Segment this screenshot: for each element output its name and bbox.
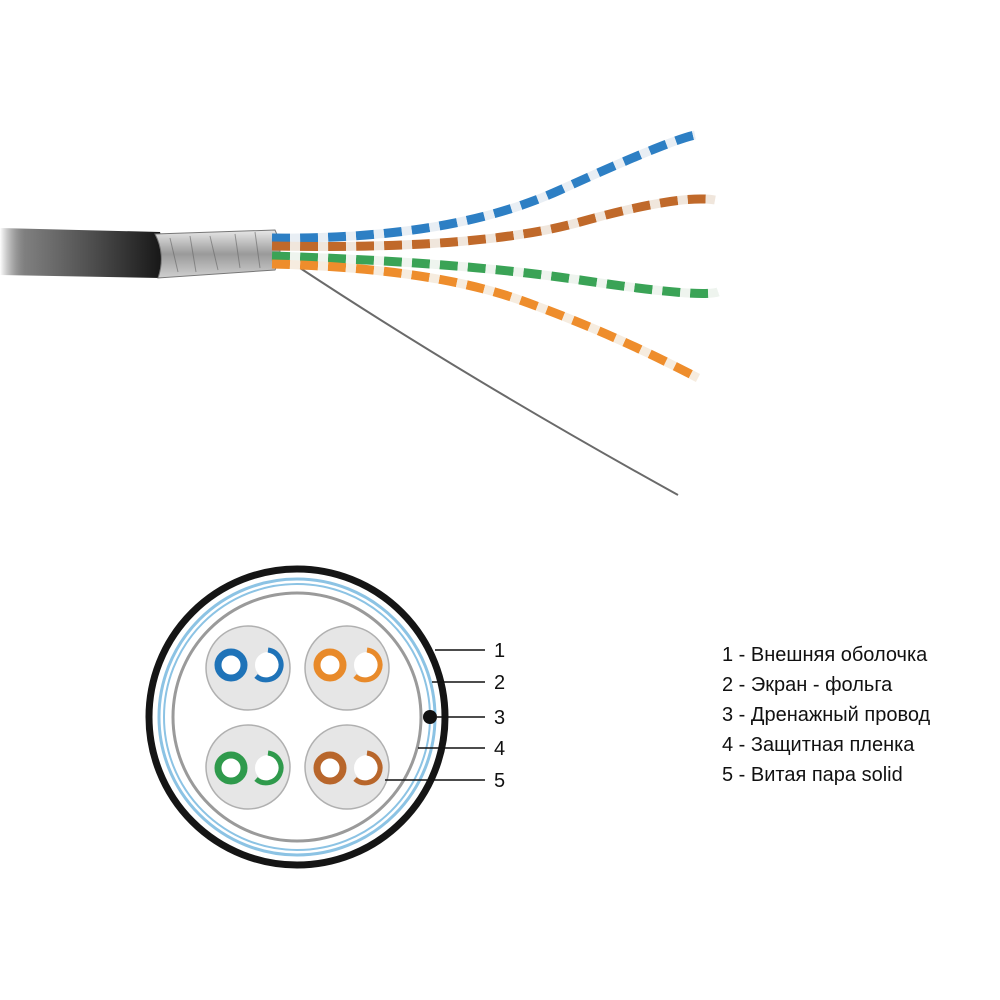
legend: 1 - Внешняя оболочка 2 - Экран - фольга … <box>722 640 930 790</box>
outer-jacket <box>0 228 164 278</box>
callout-1: 1 <box>494 640 505 662</box>
protective-film-ring <box>171 591 423 843</box>
drain-wire-dot <box>423 710 437 724</box>
pair-green <box>205 724 291 810</box>
drain-wire <box>299 267 679 496</box>
legend-item-5: 5 - Витая пара solid <box>722 764 903 786</box>
legend-item-4: 4 - Защитная пленка <box>722 734 915 756</box>
legend-item-3: 3 - Дренажный провод <box>722 704 931 726</box>
pair-brown <box>304 724 390 810</box>
callout-2: 2 <box>494 672 505 694</box>
orange-pair <box>271 259 701 382</box>
pair-blue <box>205 625 291 711</box>
callout-5: 5 <box>494 770 505 792</box>
green-pair <box>271 251 720 298</box>
legend-item-2: 2 - Экран - фольга <box>722 674 893 696</box>
brown-pair <box>271 194 716 251</box>
callout-3: 3 <box>494 707 505 729</box>
cable-photo <box>0 130 720 496</box>
legend-item-1: 1 - Внешняя оболочка <box>722 644 928 666</box>
blue-pair <box>271 130 696 243</box>
outer-jacket-ring <box>145 565 449 869</box>
cable-cross-section: 1 2 3 4 5 <box>145 565 505 869</box>
pair-orange <box>304 625 390 711</box>
callout-4: 4 <box>494 738 505 760</box>
